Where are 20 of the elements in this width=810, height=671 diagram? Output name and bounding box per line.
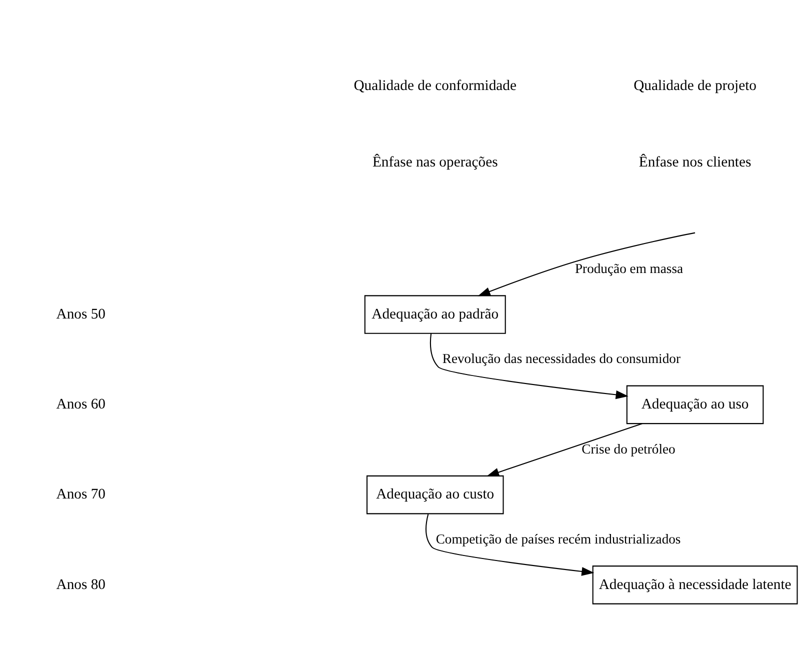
- label: Qualidade de projeto: [634, 78, 757, 94]
- arrow: [426, 514, 594, 576]
- edge-label: Produção em massa: [574, 261, 684, 276]
- arrow: [486, 423, 642, 476]
- node-box: Adequação à necessidade latente: [592, 566, 798, 604]
- node-box: Adequação ao custo: [366, 475, 504, 514]
- edge-label: Crise do petróleo: [582, 441, 676, 456]
- edge-label: Revolução das necessidades do consumidor: [442, 351, 680, 366]
- label: Anos 80: [56, 576, 106, 593]
- label: Anos 60: [56, 396, 106, 413]
- label: Ênfase nas operações: [372, 154, 498, 170]
- label: Anos 50: [56, 306, 106, 322]
- node-box: Adequação ao uso: [626, 385, 764, 424]
- label: Anos 70: [56, 486, 106, 503]
- label: Ênfase nos clientes: [638, 154, 752, 170]
- label: Qualidade de conformidade: [354, 78, 517, 94]
- arrow: [430, 333, 628, 400]
- arrow: [478, 232, 696, 296]
- edge-label: Competição de países recém industrializados: [436, 531, 681, 546]
- node-box: Adequação ao padrão: [364, 295, 506, 334]
